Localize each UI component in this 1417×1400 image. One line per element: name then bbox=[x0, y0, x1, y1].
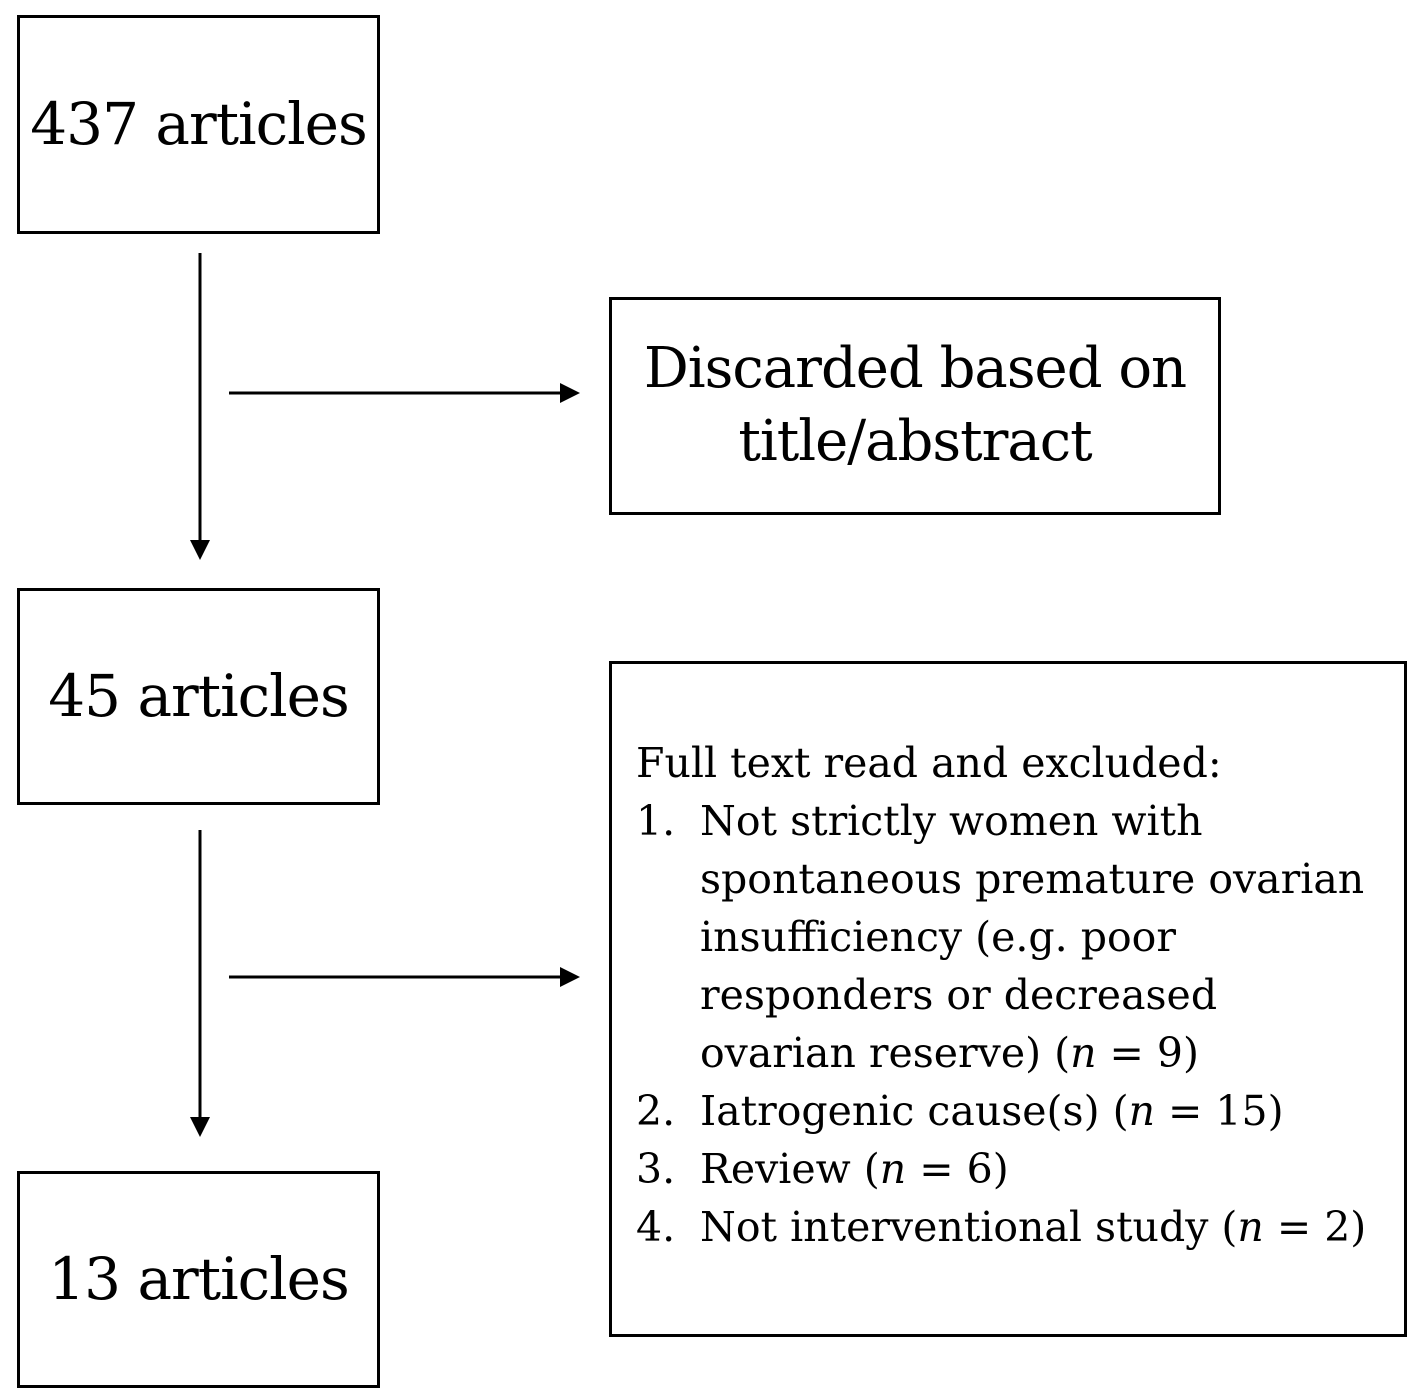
excluded-item-4: 4. Not interventional study (n = 2) bbox=[636, 1198, 1380, 1256]
arrowhead-right-2 bbox=[560, 967, 580, 987]
excluded-item-n-value: = 2) bbox=[1263, 1203, 1367, 1251]
excluded-item-text: Iatrogenic cause(s) ( bbox=[700, 1087, 1129, 1135]
excluded-item-n-label: n bbox=[879, 1145, 907, 1193]
box-screened-articles: 45 articles bbox=[17, 588, 380, 805]
excluded-item-number: 4. bbox=[636, 1203, 676, 1251]
excluded-item-2: 2. Iatrogenic cause(s) (n = 15) bbox=[636, 1082, 1380, 1140]
label-screened-articles: 45 articles bbox=[48, 662, 350, 731]
box-discarded: Discarded based on title/abstract bbox=[609, 297, 1221, 515]
excluded-item-3: 3. Review (n = 6) bbox=[636, 1140, 1380, 1198]
excluded-item-text: Not strictly women with spontaneous prem… bbox=[700, 797, 1365, 1077]
label-discarded-line1: Discarded based on bbox=[643, 336, 1187, 402]
arrowhead-down-1 bbox=[190, 540, 210, 560]
box-included-articles: 13 articles bbox=[17, 1171, 380, 1388]
excluded-item-n-label: n bbox=[1070, 1029, 1097, 1077]
excluded-item-text: Review ( bbox=[700, 1145, 880, 1193]
excluded-item-n-label: n bbox=[1128, 1087, 1156, 1135]
excluded-item-number: 2. bbox=[636, 1087, 676, 1135]
excluded-item-number: 1. bbox=[636, 797, 676, 845]
excluded-heading: Full text read and excluded: bbox=[636, 739, 1222, 787]
excluded-item-number: 3. bbox=[636, 1145, 676, 1193]
excluded-item-text: Not interventional study ( bbox=[700, 1203, 1238, 1251]
excluded-item-n-value: = 6) bbox=[906, 1145, 1009, 1193]
arrowhead-right-1 bbox=[560, 383, 580, 403]
box-full-text-excluded: Full text read and excluded: 1. Not stric… bbox=[609, 661, 1407, 1337]
label-discarded-line2: title/abstract bbox=[738, 409, 1092, 474]
box-initial-articles: 437 articles bbox=[17, 15, 380, 234]
label-initial-articles: 437 articles bbox=[30, 90, 367, 159]
excluded-item-1: 1. Not strictly women with spontaneous pr… bbox=[636, 792, 1380, 1082]
excluded-list: 1. Not strictly women with spontaneous pr… bbox=[636, 792, 1380, 1256]
arrowhead-down-2 bbox=[190, 1117, 210, 1137]
label-discarded: Discarded based on title/abstract bbox=[643, 333, 1187, 479]
excluded-item-n-label: n bbox=[1237, 1203, 1264, 1251]
label-included-articles: 13 articles bbox=[48, 1245, 350, 1314]
excluded-item-n-value: = 15) bbox=[1155, 1087, 1284, 1135]
excluded-item-n-value: = 9) bbox=[1096, 1029, 1200, 1077]
